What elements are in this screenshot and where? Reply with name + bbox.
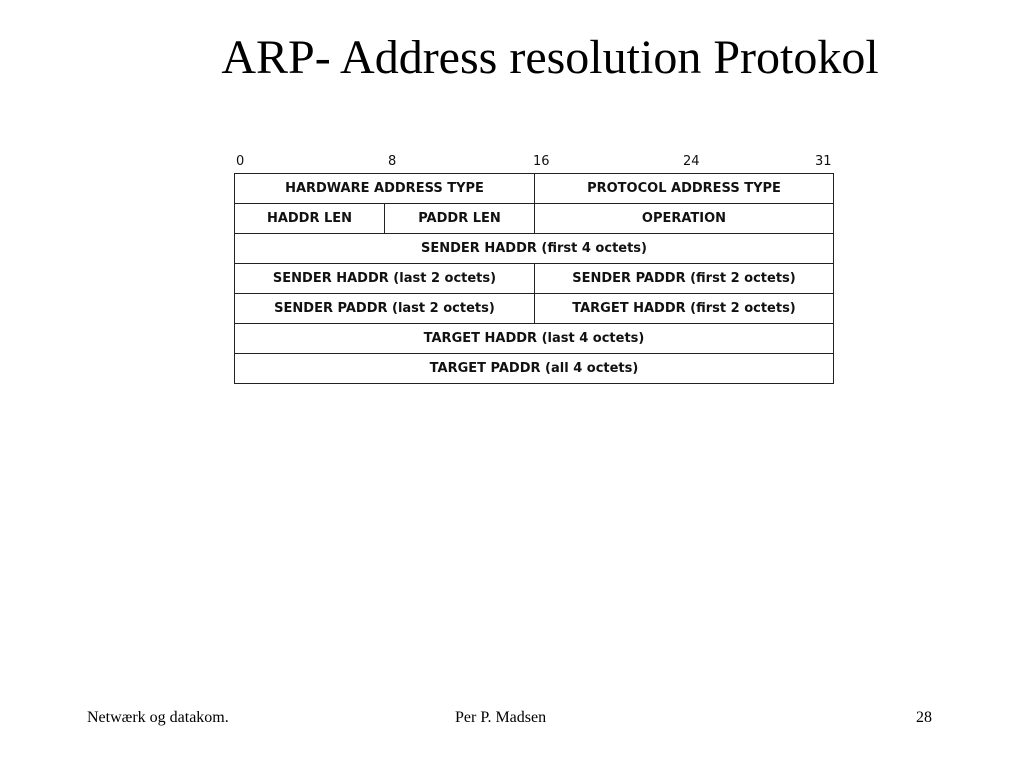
bit-label-31: 31 bbox=[815, 154, 832, 169]
arp-field-sender-paddr-first-2-octets: SENDER PADDR (first 2 octets) bbox=[534, 263, 834, 294]
arp-field-sender-paddr-last-2-octets: SENDER PADDR (last 2 octets) bbox=[234, 293, 535, 324]
arp-field-paddr-len: PADDR LEN bbox=[384, 203, 535, 234]
arp-field-operation: OPERATION bbox=[534, 203, 834, 234]
arp-field-target-haddr-first-2-octets: TARGET HADDR (first 2 octets) bbox=[534, 293, 834, 324]
arp-field-hardware-address-type: HARDWARE ADDRESS TYPE bbox=[234, 173, 535, 204]
bit-label-0: 0 bbox=[236, 154, 245, 169]
arp-field-target-haddr-last-4-octets: TARGET HADDR (last 4 octets) bbox=[234, 323, 834, 354]
footer-page-number: 28 bbox=[916, 709, 932, 726]
arp-field-sender-haddr-first-4-octets: SENDER HADDR (first 4 octets) bbox=[234, 233, 834, 264]
footer-author: Per P. Madsen bbox=[455, 709, 547, 726]
bit-label-24: 24 bbox=[683, 154, 700, 169]
bit-label-8: 8 bbox=[388, 154, 397, 169]
footer-course-name: Netwærk og datakom. bbox=[87, 709, 229, 726]
arp-field-protocol-address-type: PROTOCOL ADDRESS TYPE bbox=[534, 173, 834, 204]
slide-title: ARP- Address resolution Protokol bbox=[221, 31, 879, 84]
arp-field-haddr-len: HADDR LEN bbox=[234, 203, 385, 234]
bit-label-16: 16 bbox=[533, 154, 550, 169]
arp-field-target-paddr-all-4-octets: TARGET PADDR (all 4 octets) bbox=[234, 353, 834, 384]
arp-field-sender-haddr-last-2-octets: SENDER HADDR (last 2 octets) bbox=[234, 263, 535, 294]
